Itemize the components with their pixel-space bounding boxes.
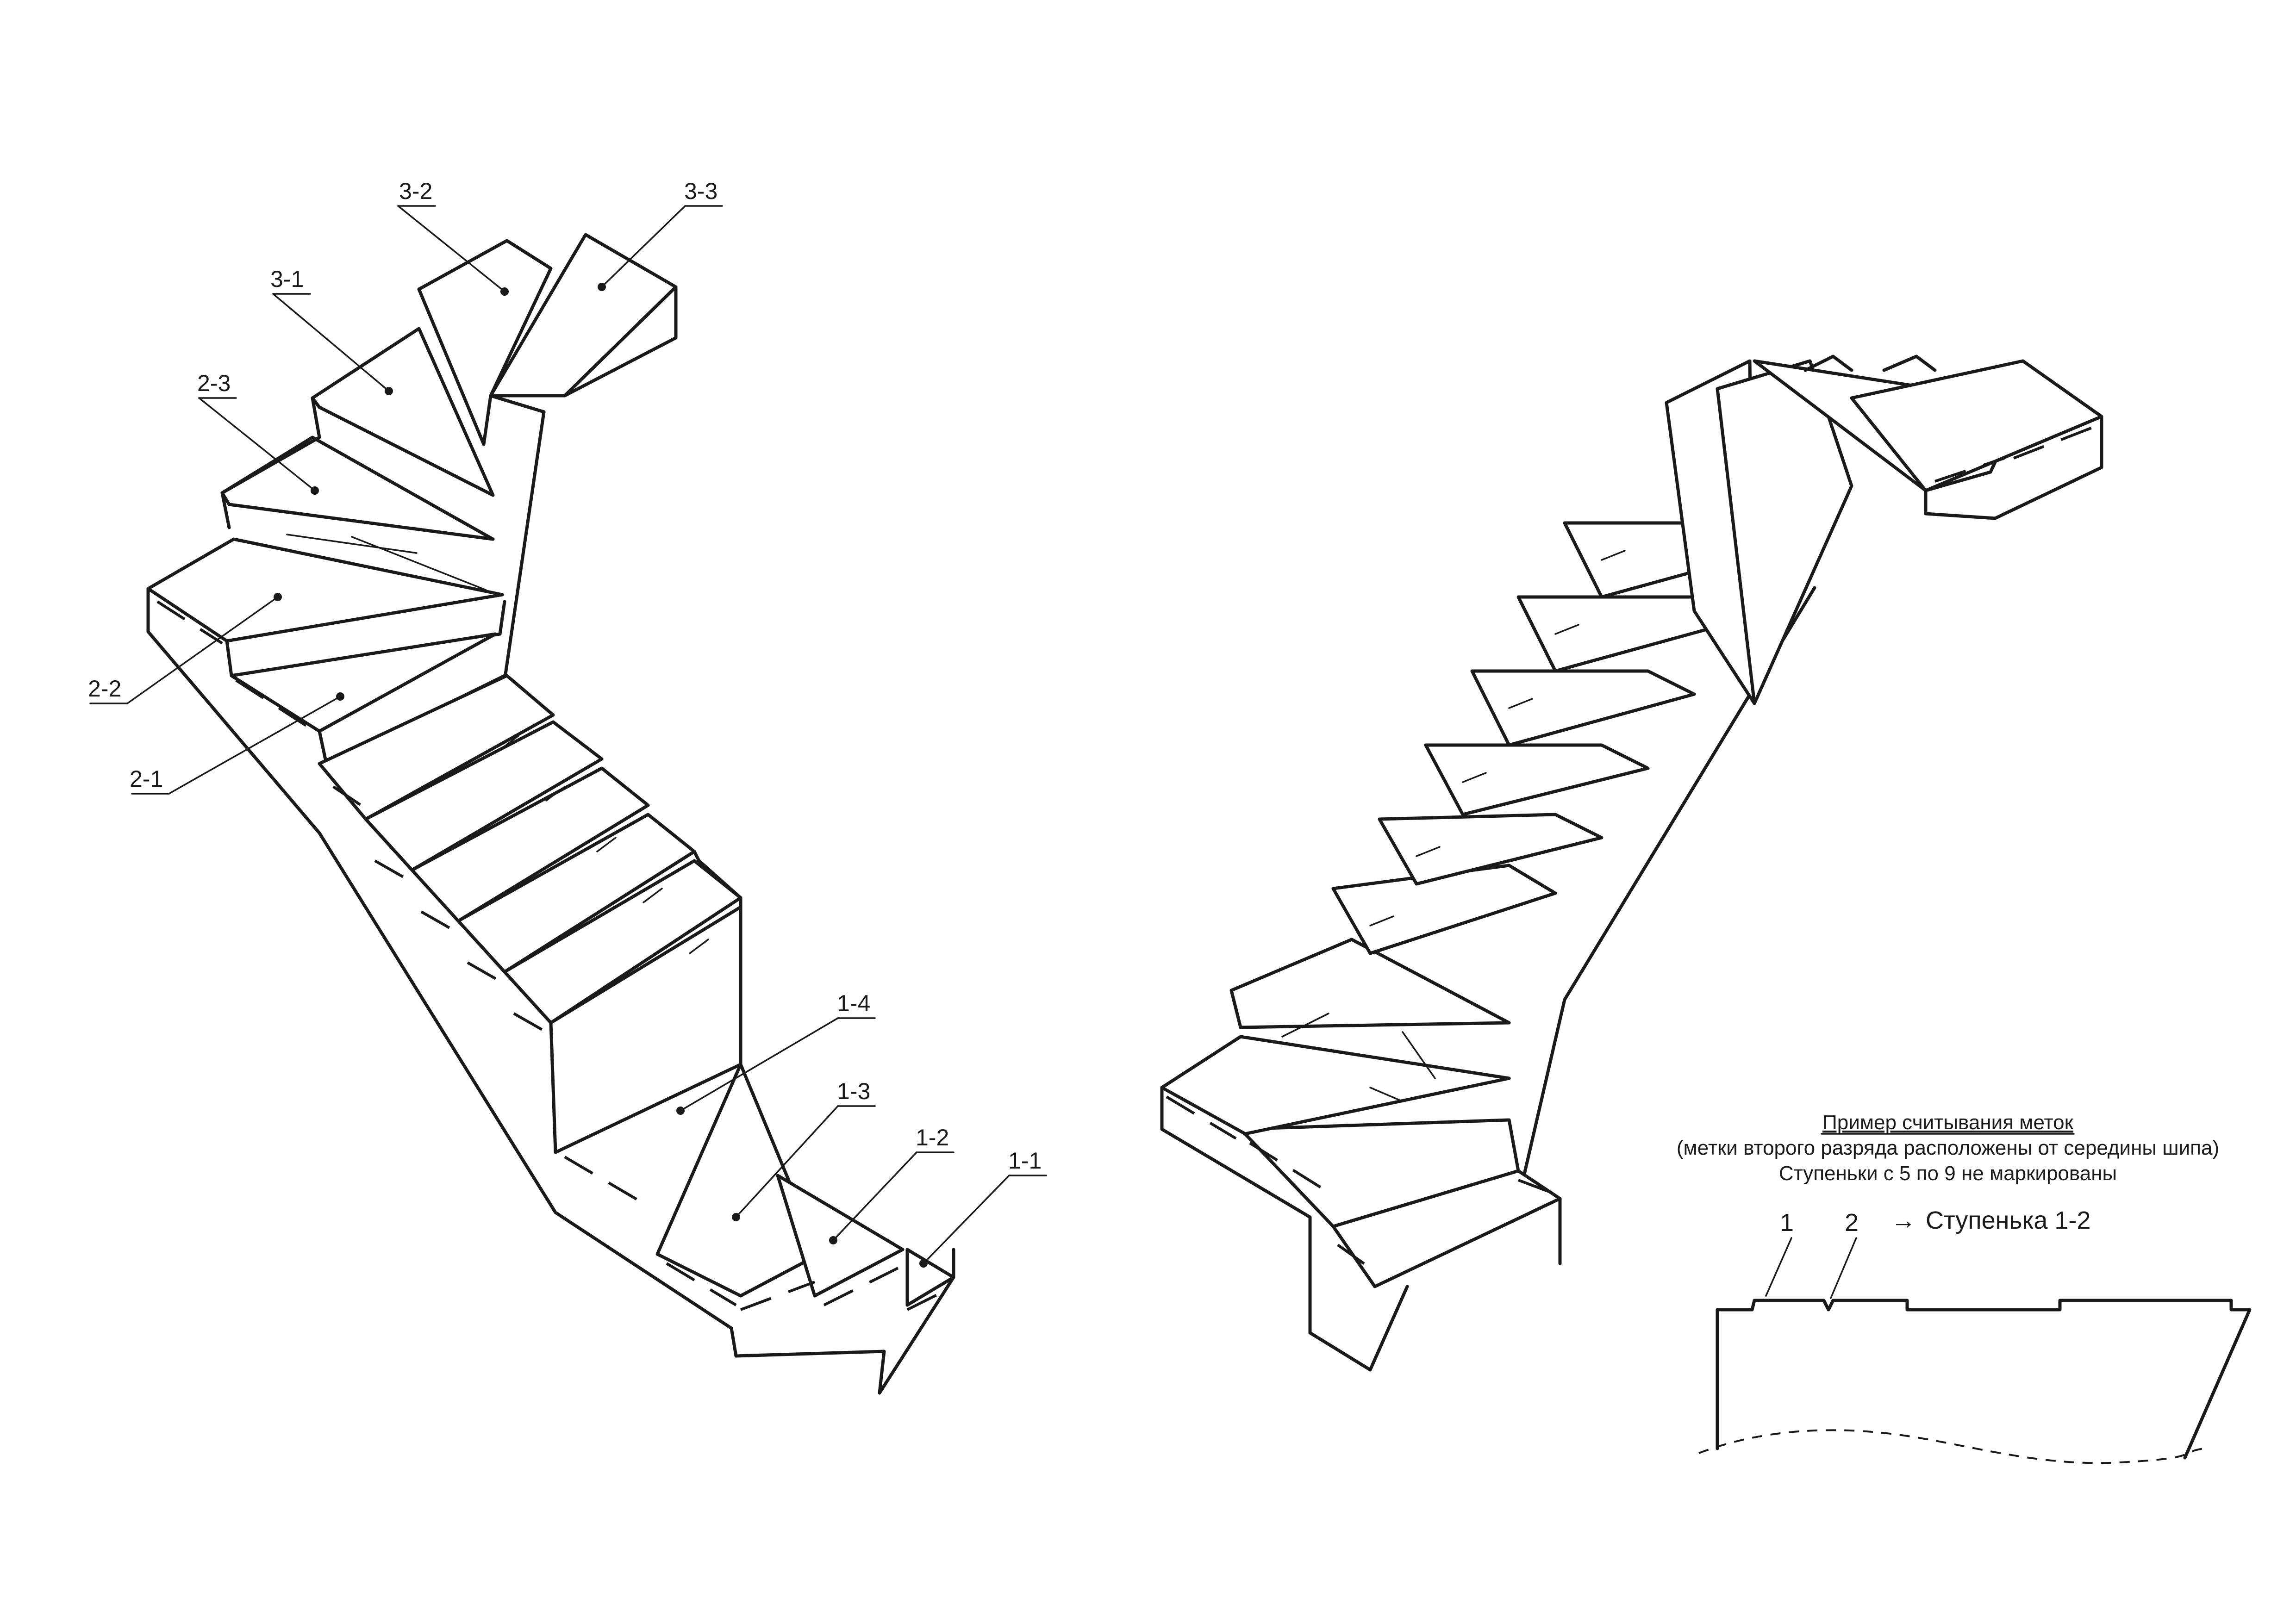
- label-3-3-text: 3-3: [684, 178, 718, 204]
- label-1-2: 1-2: [829, 1125, 955, 1244]
- label-1-4: 1-4: [676, 990, 876, 1115]
- legend-result: Ступенька 1-2: [1926, 1206, 2090, 1234]
- label-3-3: 3-3: [598, 178, 723, 291]
- label-1-4-text: 1-4: [837, 990, 870, 1016]
- break-curve: [1698, 1429, 2204, 1464]
- legend-mark-2: 2: [1845, 1209, 1859, 1237]
- legend-mark-1: 1: [1780, 1209, 1794, 1237]
- legend: Пример считывания меток (метки второго р…: [1677, 1111, 2252, 1464]
- label-3-1: 3-1: [270, 266, 393, 395]
- label-3-2: 3-2: [397, 178, 509, 296]
- legend-arrow: →: [1891, 1206, 1916, 1234]
- label-2-3: 2-3: [197, 370, 319, 495]
- label-1-3-text: 1-3: [837, 1078, 870, 1104]
- label-1-2-text: 1-2: [916, 1125, 949, 1150]
- label-2-1: 2-1: [130, 692, 344, 795]
- legend-note: Ступеньки с 5 по 9 не маркированы: [1779, 1162, 2117, 1185]
- label-2-2-text: 2-2: [88, 676, 121, 702]
- label-1-1-text: 1-1: [1008, 1148, 1042, 1174]
- label-2-2: 2-2: [88, 593, 282, 704]
- legend-subtitle: (метки второго разряда расположены от се…: [1677, 1137, 2219, 1159]
- label-3-1-text: 3-1: [270, 266, 304, 292]
- label-3-2-text: 3-2: [399, 178, 432, 204]
- label-1-1: 1-1: [919, 1148, 1047, 1268]
- stringer-profile: [1716, 1299, 2252, 1460]
- left-staircase: [146, 233, 955, 1395]
- legend-title: Пример считывания меток: [1822, 1111, 2074, 1134]
- label-1-3: 1-3: [732, 1078, 876, 1221]
- label-2-3-text: 2-3: [197, 370, 231, 396]
- right-staircase: [1160, 354, 2103, 1372]
- left-labels: 3-2 3-3 3-1 2-3 2-2: [88, 178, 1047, 1268]
- label-2-1-text: 2-1: [130, 766, 163, 792]
